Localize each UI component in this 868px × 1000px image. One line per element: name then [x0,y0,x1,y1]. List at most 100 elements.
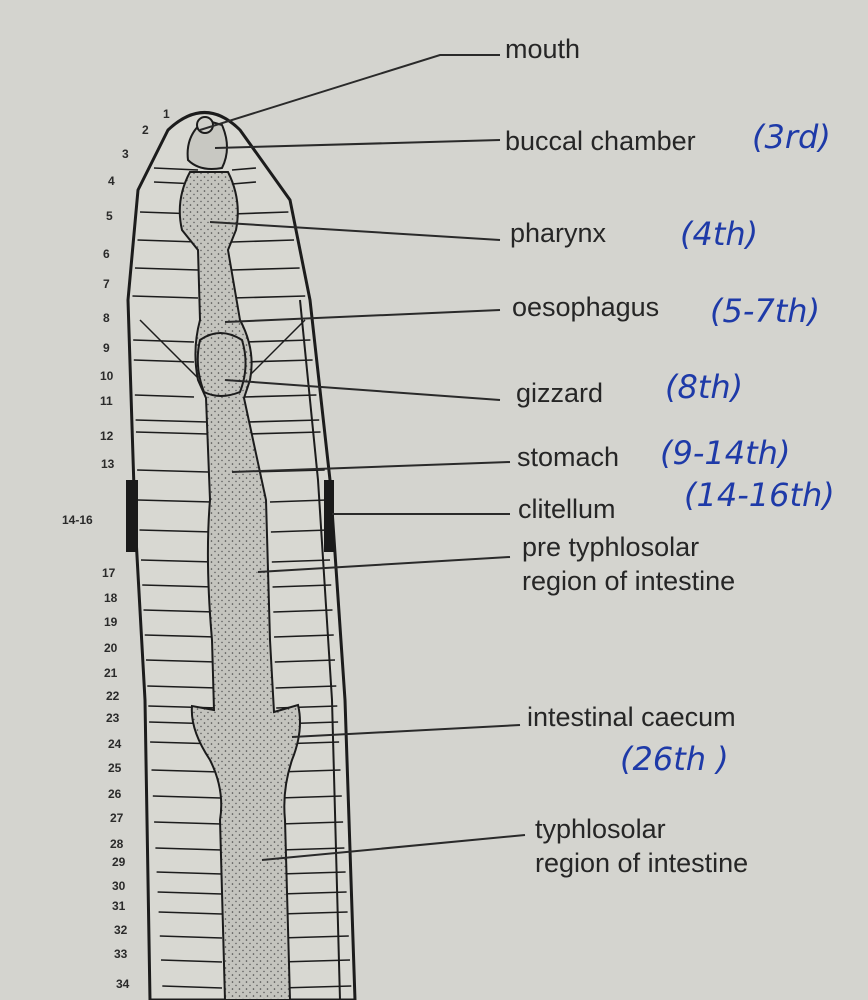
segment-number: 3 [122,147,129,161]
septum-right [269,499,328,503]
septum-left [154,821,222,825]
leader-typh [261,834,526,861]
segment-number: 6 [103,247,110,261]
label-oesophagus: oesophagus [512,292,659,322]
septum-right [243,394,317,398]
segment-number: 26 [108,787,122,801]
septum-right [278,795,342,799]
segment-number: 20 [104,641,118,655]
label-stomach: stomach [517,442,619,472]
leader-lines [199,54,526,861]
septum-right [271,559,331,563]
septum-left [144,634,217,638]
segment-number: 27 [110,811,124,825]
septum-left [155,847,223,851]
septum-right [274,634,334,638]
septum-right [231,267,300,271]
septum-left [152,795,221,799]
septum-left [158,911,223,915]
septum-right [274,659,336,663]
septum-right [231,167,257,171]
clitellum-right-band [324,480,334,552]
septum-left [133,339,195,343]
segment-number: 12 [100,429,114,443]
label-buccal-chamber: buccal chamber [505,126,696,156]
clitellum-left-band [126,480,138,552]
septum-left [156,871,223,875]
segment-number: 22 [106,689,120,703]
segment-numbers: 1234567891011121314-16171819202122232425… [62,107,170,991]
label-intestinal-caecum: intestinal caecum [527,702,736,732]
worm-body [126,111,357,1000]
segment-number: 8 [103,311,110,325]
note-clitellum: (14-16th) [684,476,835,514]
segment-number: 4 [108,174,115,188]
segment-number: 9 [103,341,110,355]
septum-left [137,239,199,243]
segment-number: 7 [103,277,110,291]
segment-number: 5 [106,209,113,223]
segment-number: 19 [104,615,118,629]
septum-left [160,959,223,963]
septum-left [137,469,209,473]
septum-left [137,499,213,503]
gizzard [196,332,247,397]
septum-right [243,359,313,363]
septum-right [243,339,311,343]
septum-left [151,769,221,773]
segment-number: 30 [112,879,126,893]
septum-right [231,211,289,215]
septum-left [159,935,223,939]
label-pharynx: pharynx [510,218,607,248]
septum-right [279,985,352,989]
septum-left [134,267,199,271]
septum-left [135,431,209,435]
segment-number: 33 [114,947,128,961]
segment-number: 31 [112,899,126,913]
septum-left [153,167,199,171]
segment-number: 24 [108,737,122,751]
septum-right [279,821,344,825]
leader-mouth [199,54,500,131]
septum-left [133,359,195,363]
note-oesophagus: (5-7th) [710,292,820,330]
label-clitellum: clitellum [518,494,616,524]
leader-pretyph [257,556,511,573]
septum-right [279,847,345,851]
segment-number: 29 [112,855,126,869]
septum-right [279,959,351,963]
note-stomach: (9-14th) [660,434,790,472]
septum-right [246,419,320,423]
septum-diagonal [139,319,201,381]
note-buccal: (3rd) [752,118,831,156]
segment-number: 28 [110,837,124,851]
leader-stomach [231,461,511,473]
label-mouth: mouth [505,34,580,64]
septum-right [279,911,348,915]
note-pharynx: (4th) [680,215,758,253]
septum-left [142,584,215,588]
segment-number: 1 [163,107,170,121]
body-wall-line [299,299,341,1000]
septum-right [231,295,306,299]
segment-number: 17 [102,566,116,580]
septum-right [231,181,257,185]
segment-number: 18 [104,591,118,605]
septum-left [135,419,209,423]
septum-right [279,935,349,939]
label-typhlosolar-region: region of intestine [535,848,748,878]
leader-oesophagus [224,309,501,323]
septum-right [272,584,332,588]
buccal-chamber [186,118,228,170]
segment-number: 21 [104,666,118,680]
note-gizzard: (8th) [665,368,743,406]
septum-diagonal [244,319,306,381]
segment-number: 25 [108,761,122,775]
segment-number: 11 [100,394,113,408]
septum-right [273,609,333,613]
septum-left [145,659,217,663]
septum-left [143,609,216,613]
label-pre-typhlosolar-region: region of intestine [522,566,735,596]
